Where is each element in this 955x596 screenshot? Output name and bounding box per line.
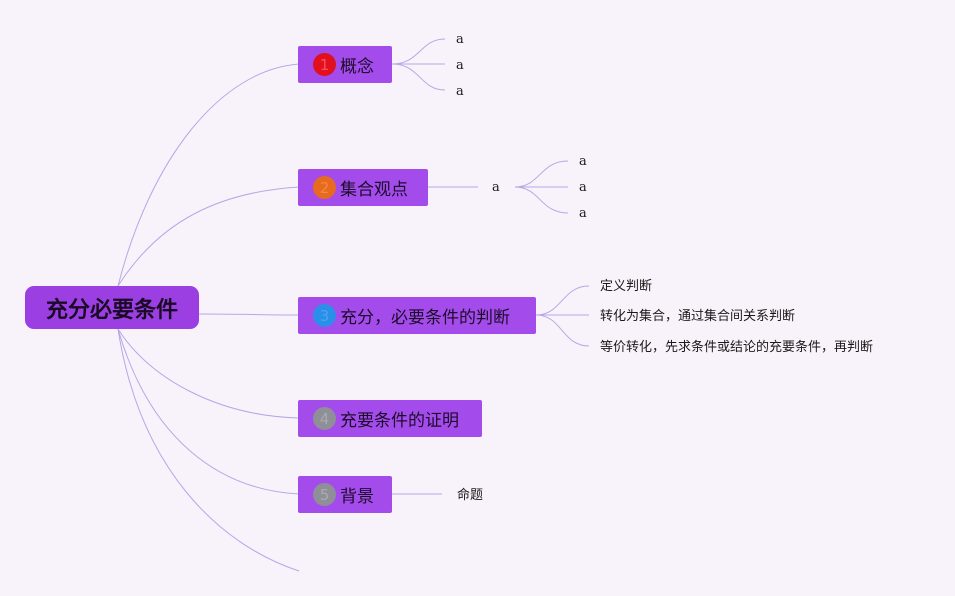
number-1-badge-icon: 1 — [313, 53, 336, 76]
edge-b1-c1 — [391, 38, 446, 65]
edge-root-branch-3 — [198, 313, 300, 316]
number-3-badge-icon: 3 — [313, 304, 336, 327]
root-node[interactable]: 充分必要条件 — [25, 286, 199, 329]
edge-root-empty — [117, 328, 300, 572]
leaf-node[interactable]: 定义判断 — [600, 279, 653, 294]
branch-node-set-view[interactable]: 2 集合观点 — [298, 169, 428, 206]
branch-label: 概念 — [340, 57, 374, 77]
branch-node-judgement[interactable]: 3 充分，必要条件的判断 — [298, 297, 536, 334]
branch-label: 充要条件的证明 — [340, 411, 459, 431]
root-label: 充分必要条件 — [45, 297, 178, 323]
leaf-node[interactable]: a — [579, 154, 587, 169]
edge-root-branch-2 — [117, 186, 300, 287]
leaf-node[interactable]: 命题 — [457, 488, 484, 503]
branch-node-background[interactable]: 5 背景 — [298, 476, 392, 513]
edge-b3-c1 — [535, 285, 590, 316]
branch-node-concept[interactable]: 1 概念 — [298, 46, 392, 83]
number-4-badge-icon: 4 — [313, 407, 336, 430]
leaf-node[interactable]: a — [492, 180, 500, 195]
branch-label: 集合观点 — [340, 180, 408, 200]
edge-root-branch-5 — [117, 328, 300, 495]
leaf-node[interactable]: a — [456, 84, 464, 99]
number-5-badge-icon: 5 — [313, 483, 336, 506]
leaf-node[interactable]: a — [579, 180, 587, 195]
edge-root-branch-4 — [117, 328, 300, 419]
edge-root-branch-1 — [117, 63, 300, 287]
branch-label: 背景 — [340, 487, 374, 507]
leaf-node[interactable]: a — [579, 206, 587, 221]
leaf-node[interactable]: a — [456, 58, 464, 73]
edge-b3-c3 — [535, 314, 590, 347]
edge-b1-c3 — [391, 63, 446, 91]
leaf-node[interactable]: 转化为集合，通过集合间关系判断 — [600, 309, 796, 324]
leaf-node[interactable]: 等价转化，先求条件或结论的充要条件，再判断 — [600, 340, 874, 355]
edge-b2c1-g3 — [514, 186, 569, 214]
edge-b2c1-g1 — [514, 160, 569, 188]
branch-label: 充分，必要条件的判断 — [340, 308, 510, 328]
number-2-badge-icon: 2 — [313, 176, 336, 199]
leaf-node[interactable]: a — [456, 32, 464, 47]
branch-node-proof[interactable]: 4 充要条件的证明 — [298, 400, 482, 437]
